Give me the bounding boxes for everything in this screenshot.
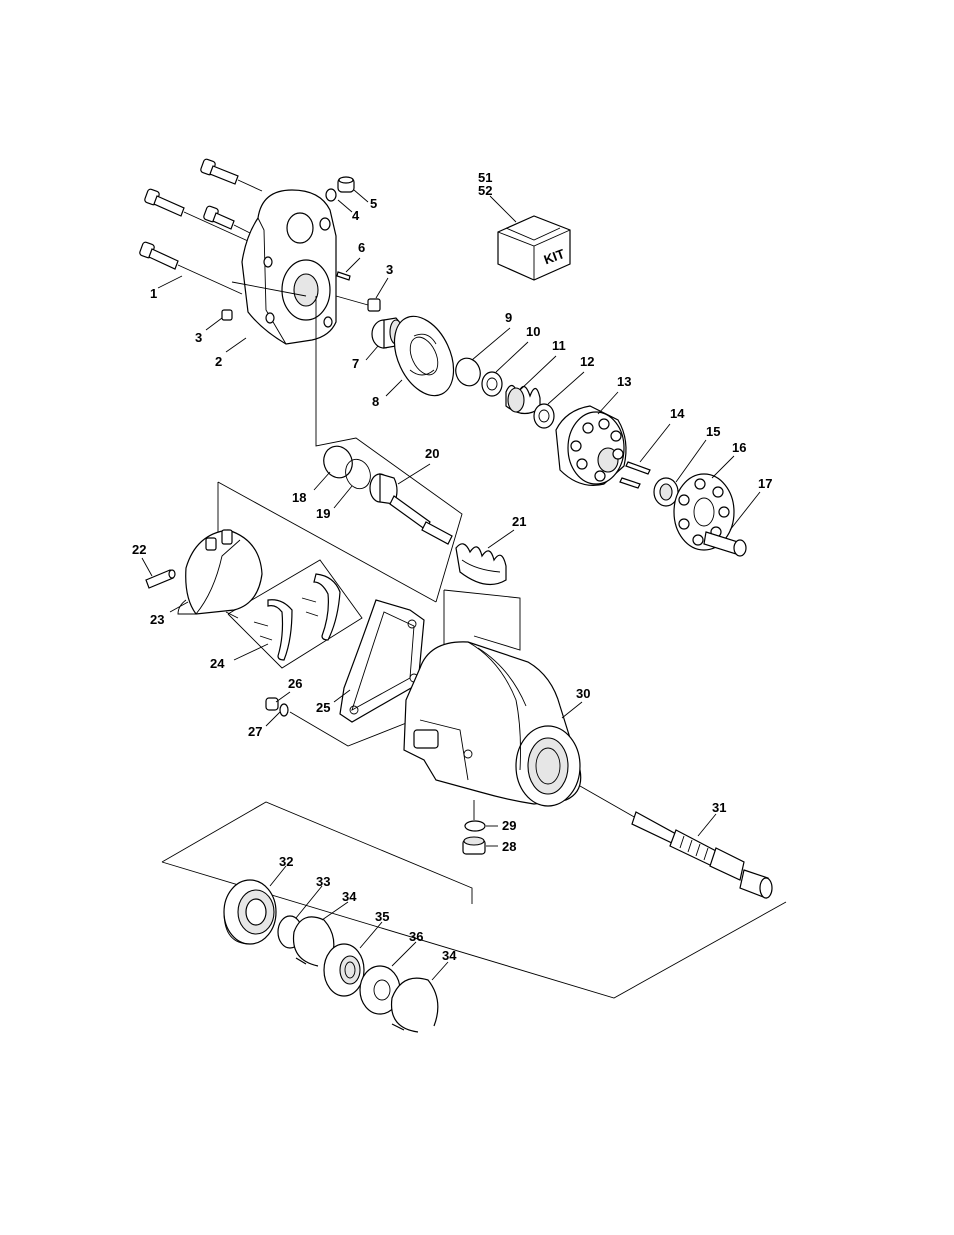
- washer: [481, 371, 503, 397]
- callout-13: 13: [617, 374, 631, 389]
- callout-28: 28: [502, 839, 516, 854]
- callout-23: 23: [150, 612, 164, 627]
- callout-8: 8: [372, 394, 379, 409]
- callout-32: 32: [279, 854, 293, 869]
- callout-31: 31: [712, 800, 726, 815]
- callout-34: 34: [342, 889, 357, 904]
- callout-27: 27: [248, 724, 262, 739]
- washer: [533, 403, 555, 429]
- leader-lines: [141, 189, 761, 981]
- backup-ring: [345, 458, 371, 490]
- saddle-bearing: [253, 599, 293, 661]
- bolt: [200, 158, 263, 192]
- callout-18: 18: [292, 490, 306, 505]
- callout-26: 26: [288, 676, 302, 691]
- o-ring: [323, 445, 353, 479]
- bolt: [203, 205, 253, 235]
- callout-1: 1: [150, 286, 157, 301]
- callout-11: 11: [552, 338, 566, 353]
- end-cover: [241, 189, 337, 345]
- callout-30: 30: [576, 686, 590, 701]
- o-ring: [279, 703, 289, 717]
- callout-12: 12: [580, 354, 594, 369]
- callout-17: 17: [758, 476, 772, 491]
- kit-box: KIT: [497, 215, 571, 281]
- plug: [337, 176, 355, 193]
- callout-29: 29: [502, 818, 516, 833]
- callout-9: 9: [505, 310, 512, 325]
- bolt-group: [139, 158, 263, 295]
- callout-2: 2: [215, 354, 222, 369]
- callout-3: 3: [195, 330, 202, 345]
- callout-35: 35: [375, 909, 389, 924]
- callout-10: 10: [526, 324, 540, 339]
- pin: [145, 569, 176, 589]
- plug: [462, 836, 486, 855]
- callout-52: 52: [478, 183, 492, 198]
- kit-box-label: KIT: [542, 246, 567, 267]
- callout-25: 25: [316, 700, 330, 715]
- callout-4: 4: [352, 208, 360, 223]
- callout-24: 24: [210, 656, 225, 671]
- drive-shaft: [579, 785, 773, 899]
- callout-7: 7: [352, 356, 359, 371]
- callout-labels: 1 2 3 3 4 5 6 7 8 9 10 11 12 13 14 15 16…: [132, 170, 772, 963]
- callout-22: 22: [132, 542, 146, 557]
- bolt: [144, 188, 249, 242]
- pins: [619, 461, 651, 489]
- callout-36: 36: [409, 929, 423, 944]
- o-ring: [325, 188, 337, 202]
- shaft-bearing: [223, 879, 277, 945]
- callout-21: 21: [512, 514, 526, 529]
- snap-ring: [292, 916, 335, 967]
- plug: [265, 697, 279, 711]
- spacer: [359, 965, 401, 1015]
- snap-ring: [390, 977, 439, 1033]
- callout-34: 34: [442, 948, 457, 963]
- callout-3: 3: [386, 262, 393, 277]
- callout-20: 20: [425, 446, 439, 461]
- callout-5: 5: [370, 196, 377, 211]
- retainer-ball: [653, 477, 679, 507]
- shaft-seal: [323, 943, 365, 997]
- callout-6: 6: [358, 240, 365, 255]
- callout-15: 15: [706, 424, 720, 439]
- snap-ring: [455, 357, 481, 387]
- servo-piston: [369, 473, 453, 545]
- swashplate: [177, 529, 263, 615]
- pump-housing: [403, 641, 582, 807]
- retainer-plate: [673, 473, 735, 551]
- o-ring: [464, 820, 486, 832]
- spring: [505, 384, 541, 415]
- callout-51: 51: [478, 170, 492, 185]
- callout-14: 14: [670, 406, 685, 421]
- callout-16: 16: [732, 440, 746, 455]
- pin: [336, 271, 351, 281]
- callout-33: 33: [316, 874, 330, 889]
- valve-plate: [393, 315, 455, 397]
- piston: [703, 531, 747, 557]
- bolt: [139, 241, 243, 295]
- cylinder-block: [555, 405, 627, 486]
- plug-fitting: [221, 295, 381, 321]
- callout-19: 19: [316, 506, 330, 521]
- saddle-bearing: [301, 573, 341, 641]
- servo-spring: [455, 543, 507, 586]
